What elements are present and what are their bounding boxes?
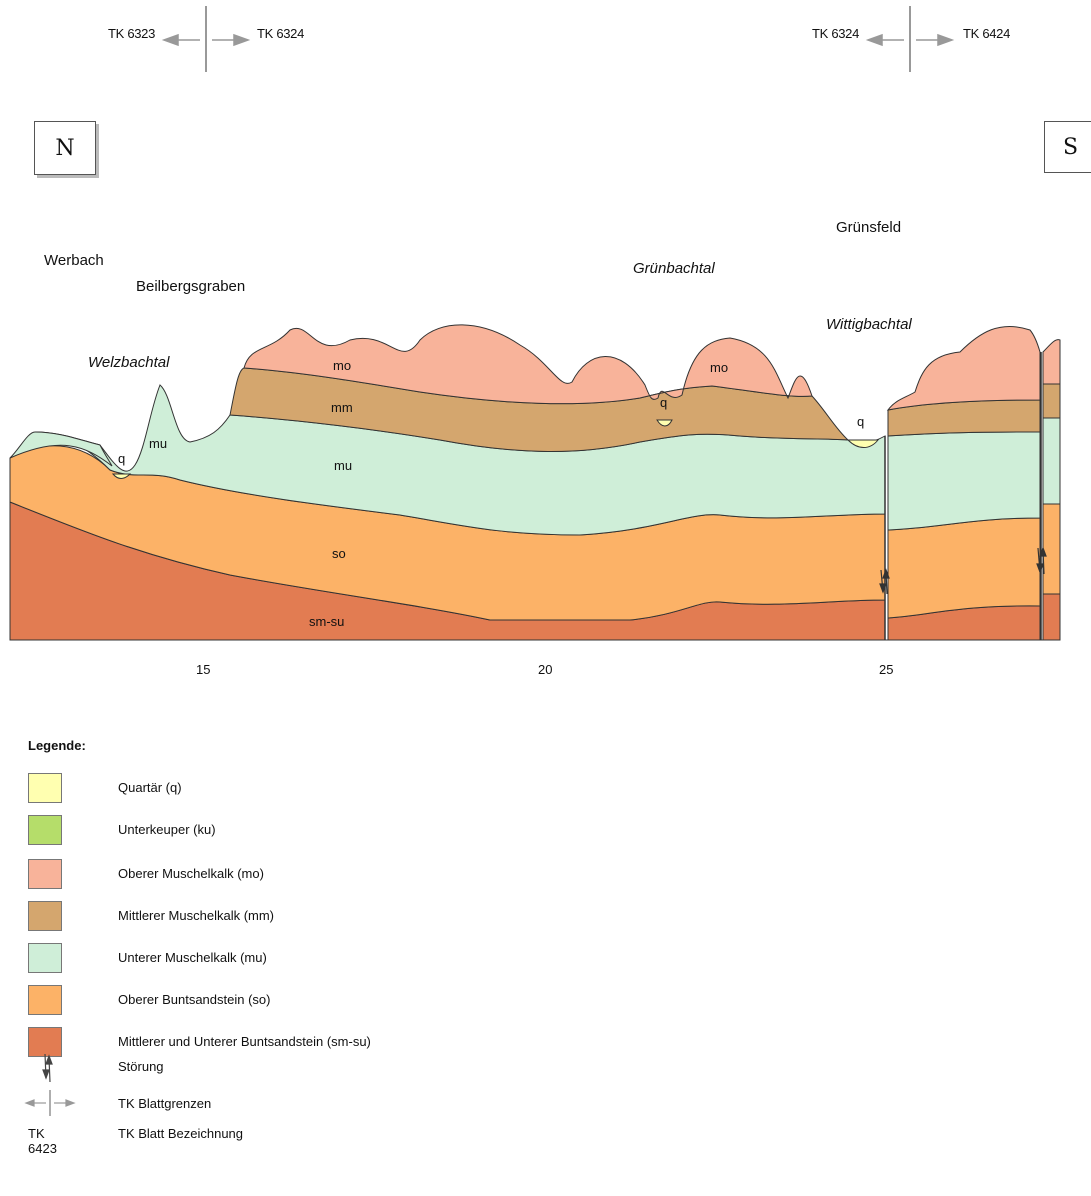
sheet-label-right: TK 6324 bbox=[257, 26, 305, 41]
label-q-1: q bbox=[118, 451, 126, 466]
legend-item-unterkeuper bbox=[28, 814, 62, 846]
tick-label-25: 25 bbox=[879, 662, 894, 677]
place-gruensfeld: Grünsfeld bbox=[836, 219, 902, 236]
legend-item-unterer-muschelkalk bbox=[28, 942, 62, 974]
legend-label: Unterer Muschelkalk (mu) bbox=[118, 950, 267, 965]
legend-item-mittlerer-unterer-buntsandstein bbox=[28, 1026, 62, 1058]
legend-swatch bbox=[28, 901, 62, 931]
legend-label: Mittlerer und Unterer Buntsandstein (sm-… bbox=[118, 1034, 371, 1049]
layer-q-wittigbachtal bbox=[846, 439, 880, 448]
layer-mo bbox=[243, 324, 813, 405]
label-mu-2: mu bbox=[334, 458, 353, 473]
place-wittigbachtal: Wittigbachtal bbox=[826, 316, 912, 333]
north-label: N bbox=[34, 121, 96, 175]
legend-item-oberer-muschelkalk bbox=[28, 858, 62, 890]
sheet-label-left: TK 6323 bbox=[108, 26, 156, 41]
sheet-boundary-arrows bbox=[161, 6, 955, 72]
label-q-2: q bbox=[660, 395, 668, 410]
legend-label: Unterkeuper (ku) bbox=[118, 822, 216, 837]
place-gruenbachtal: Grünbachtal bbox=[633, 260, 715, 277]
place-werbach: Werbach bbox=[44, 252, 104, 269]
layer-q-gruenbachtal bbox=[656, 419, 673, 427]
label-q-3: q bbox=[857, 414, 865, 429]
legend-sheet-example: TK 6423 bbox=[28, 1126, 57, 1156]
legend-swatch bbox=[28, 985, 62, 1015]
label-mu-1: mu bbox=[149, 436, 168, 451]
legend-item-mittlerer-muschelkalk bbox=[28, 900, 62, 932]
legend-swatch bbox=[28, 773, 62, 803]
label-mo-2: mo bbox=[710, 360, 729, 375]
legend-title: Legende: bbox=[28, 738, 86, 753]
legend-sheet-label: TK Blatt Bezeichnung bbox=[118, 1126, 244, 1141]
legend-label: Oberer Muschelkalk (mo) bbox=[118, 866, 264, 881]
legend-boundary-label: TK Blattgrenzen bbox=[118, 1096, 212, 1111]
legend-fault-label: Störung bbox=[118, 1059, 164, 1074]
legend-item-quartaer bbox=[28, 772, 62, 804]
legend-swatch bbox=[28, 1027, 62, 1057]
sheet-boundary-icon bbox=[24, 1090, 76, 1116]
place-beilbergsgraben: Beilbergsgraben bbox=[136, 278, 246, 295]
tick-label-15: 15 bbox=[196, 662, 211, 677]
fault-icon bbox=[42, 1053, 53, 1083]
label-sm-su: sm-su bbox=[309, 614, 345, 629]
legend-label: Mittlerer Muschelkalk (mm) bbox=[118, 908, 275, 923]
legend-swatch bbox=[28, 943, 62, 973]
sheet-label-left: TK 6324 bbox=[812, 26, 860, 41]
place-welzbachtal: Welzbachtal bbox=[88, 354, 170, 371]
tick-label-20: 20 bbox=[538, 662, 553, 677]
layer-q-welzbachtal bbox=[111, 473, 132, 479]
legend-item-oberer-buntsandstein bbox=[28, 984, 62, 1016]
legend-swatch bbox=[28, 815, 62, 845]
label-so: so bbox=[332, 546, 346, 561]
legend-swatch bbox=[28, 859, 62, 889]
label-mo-1: mo bbox=[333, 358, 352, 373]
label-mm: mm bbox=[331, 400, 353, 415]
legend-label: Quartär (q) bbox=[118, 780, 182, 795]
geological-cross-section bbox=[9, 324, 1061, 641]
fault-symbol bbox=[879, 546, 1047, 595]
sheet-label-right: TK 6424 bbox=[963, 26, 1011, 41]
south-label: S bbox=[1044, 121, 1091, 173]
legend-label: Oberer Buntsandstein (so) bbox=[118, 992, 271, 1007]
